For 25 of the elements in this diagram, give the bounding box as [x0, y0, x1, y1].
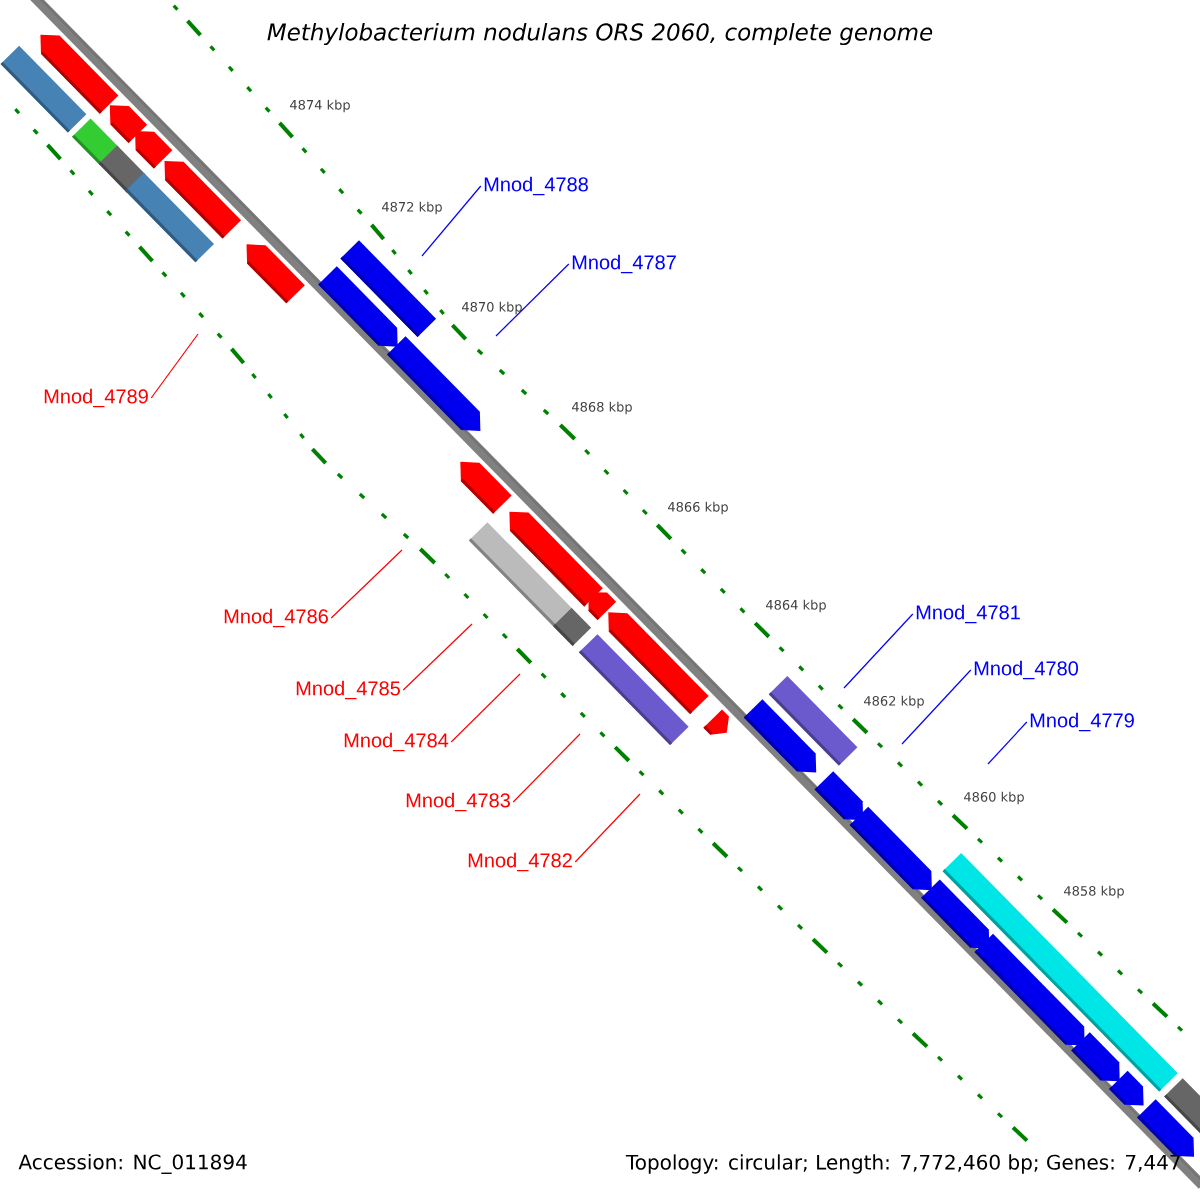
gene-label: Mnod_4789	[44, 388, 148, 408]
gene-label: Mnod_4787	[572, 254, 676, 274]
gene-label: Mnod_4780	[974, 660, 1079, 680]
leader-line	[843, 613, 914, 689]
gene-label: Mnod_4783	[406, 792, 510, 812]
title: Methylobacterium nodulans ORS 2060, complete genome	[267, 22, 933, 46]
gene-label: Mnod_4781	[916, 604, 1020, 624]
gene-label: Mnod_4784	[344, 732, 449, 752]
gene-label: Mnod_4779	[1030, 712, 1134, 732]
footer-text: Topology: circular; Length: 7,772,460 bp; Genes: 7,447	[625, 1154, 1180, 1174]
leader-line	[421, 185, 482, 257]
footer-text: Accession: NC_011894	[18, 1154, 247, 1174]
leader-line	[402, 623, 473, 691]
leader-line	[901, 669, 972, 745]
gene-label: Mnod_4782	[468, 852, 572, 872]
leader-line	[987, 721, 1028, 765]
leader-line	[512, 733, 581, 803]
gene-label: Mnod_4788	[484, 176, 588, 196]
leader-line	[574, 793, 641, 863]
gene-label: Mnod_4785	[296, 680, 400, 700]
leader-line	[495, 263, 570, 337]
gene-label: Mnod_4786	[224, 608, 328, 628]
leader-line	[330, 549, 403, 619]
leader-line	[450, 673, 521, 743]
leader-line	[150, 333, 199, 399]
